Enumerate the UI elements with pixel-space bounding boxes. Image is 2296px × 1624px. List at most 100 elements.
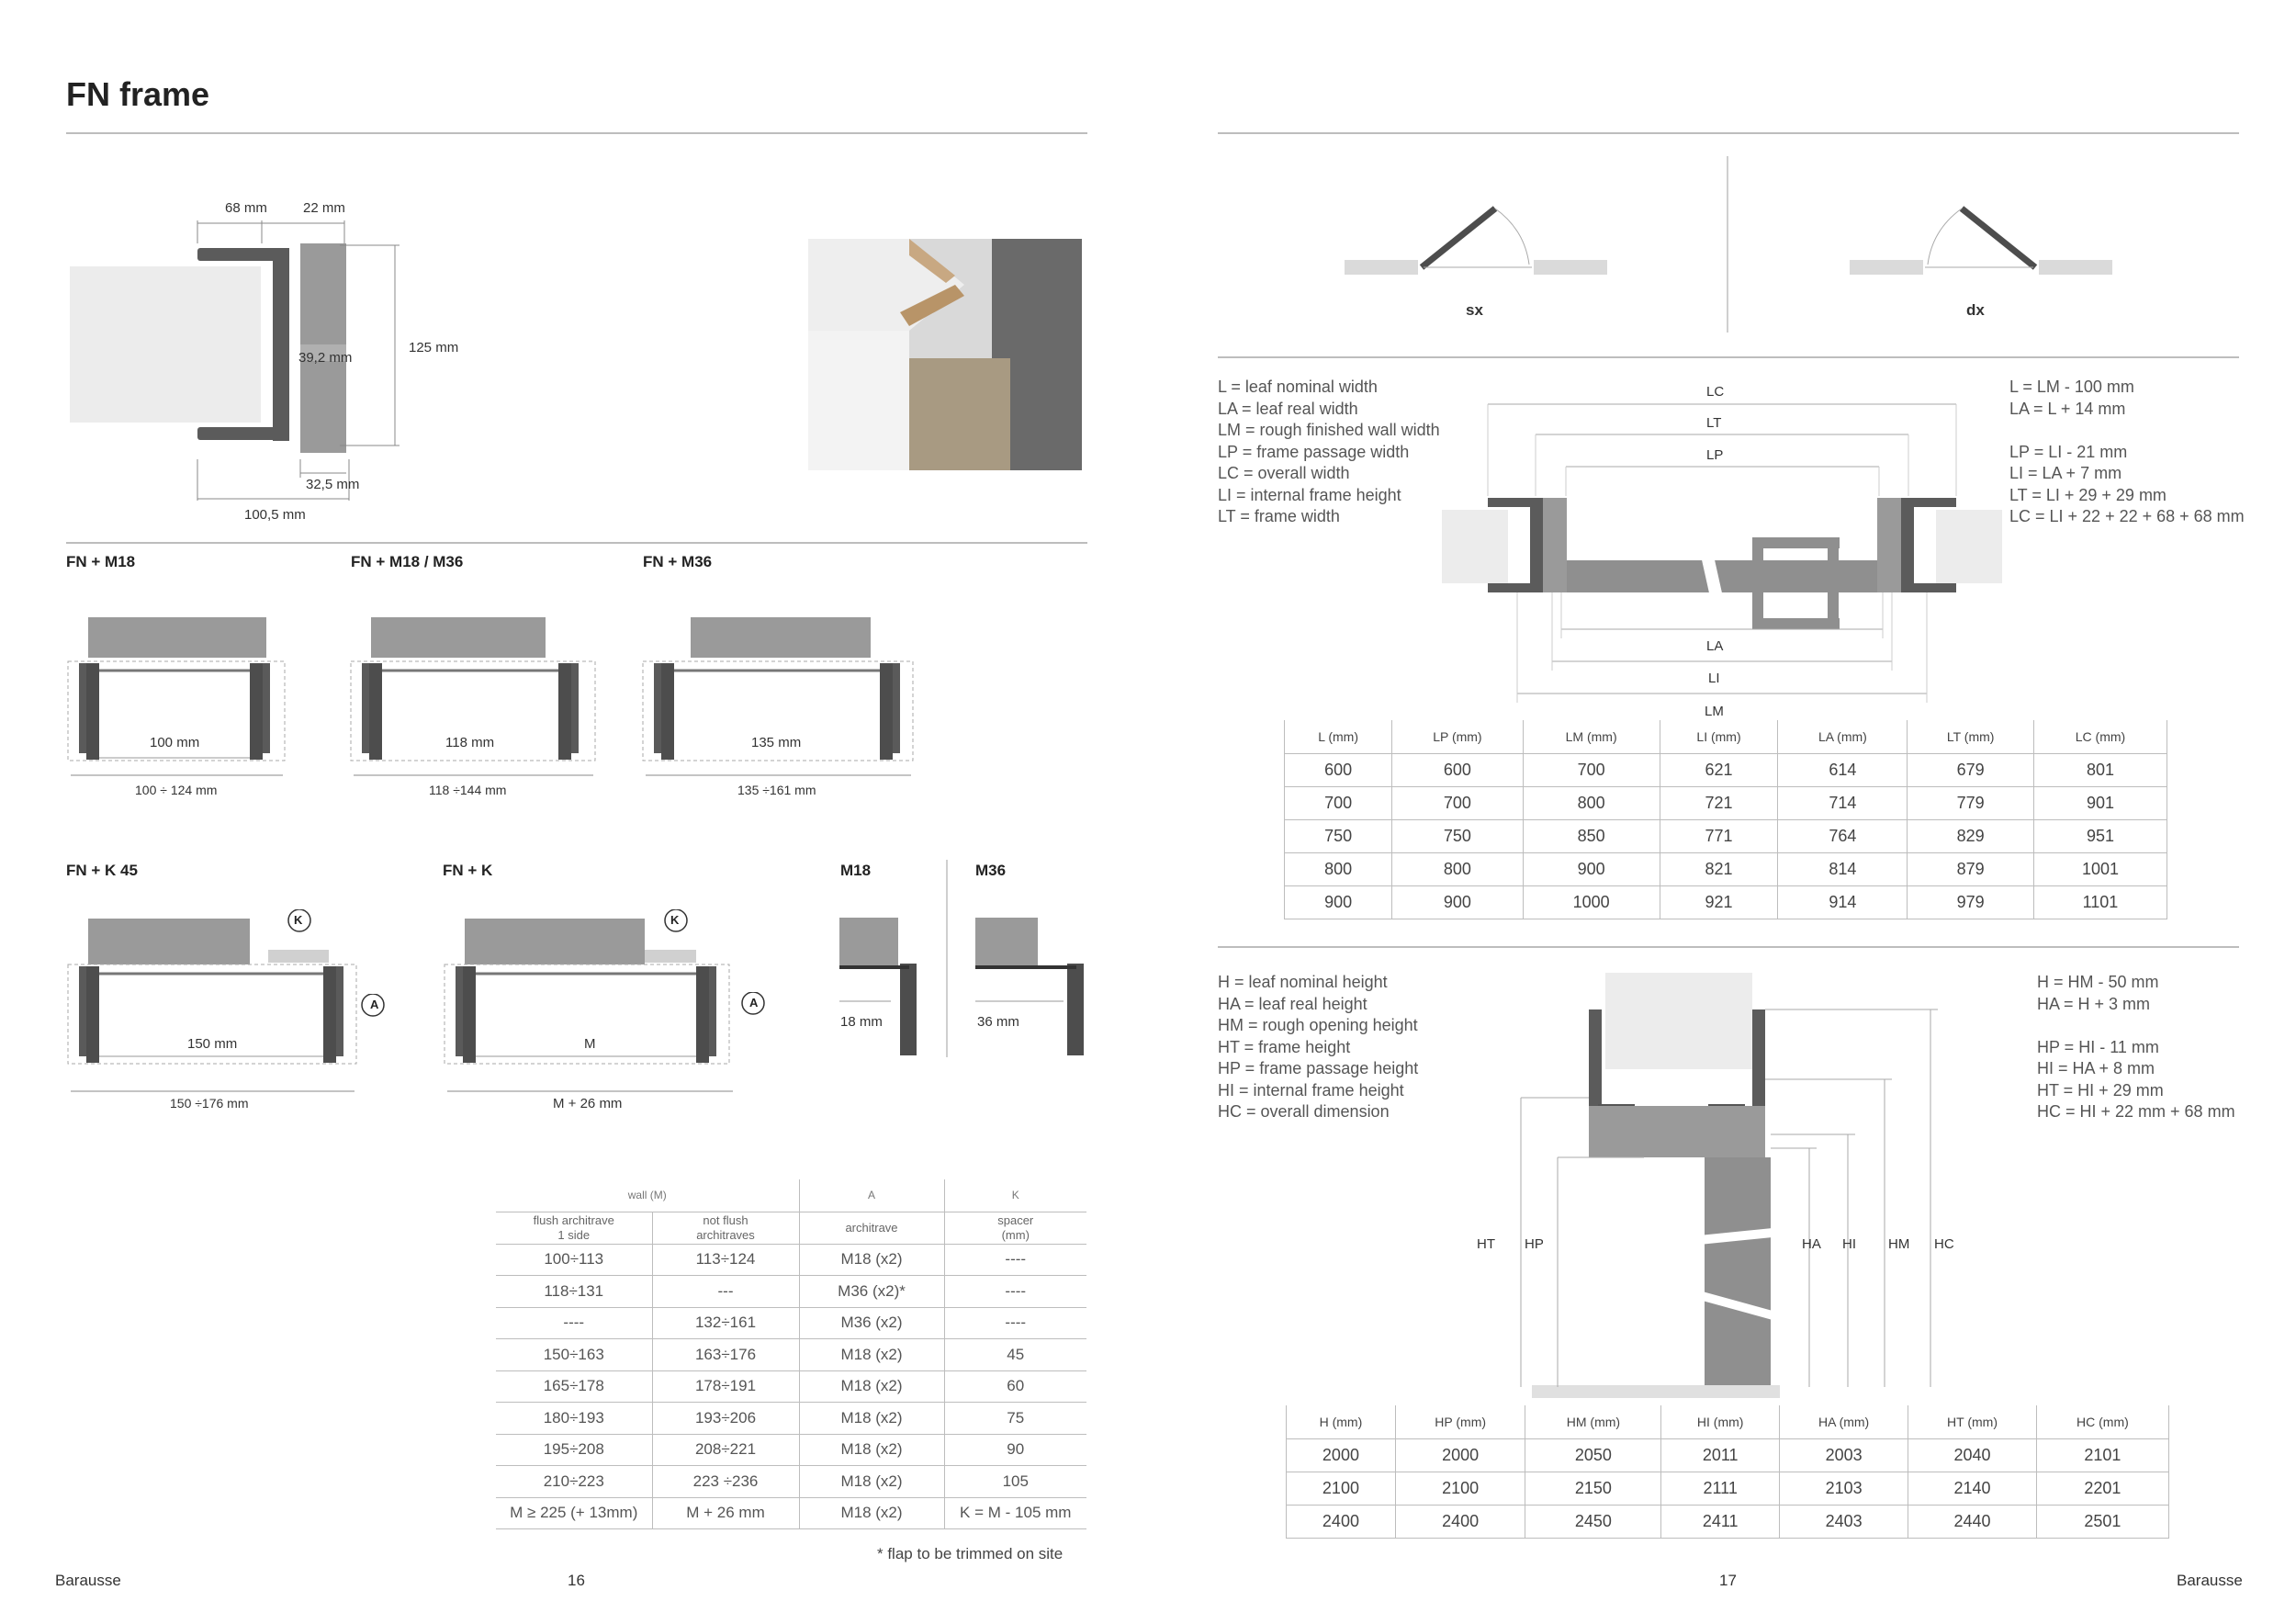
table-cell: 2011 xyxy=(1660,1438,1780,1472)
width-formula-l: L = LM - 100 mm xyxy=(2009,378,2134,396)
table-cell: 113÷124 xyxy=(651,1243,800,1276)
title-rule-left xyxy=(66,132,1087,134)
table-cell: 208÷221 xyxy=(651,1433,800,1466)
width-plan-diagram xyxy=(1442,403,2002,703)
table-header: L (mm) xyxy=(1283,720,1393,754)
table-cell: 679 xyxy=(1907,752,2034,787)
table-cell: 180÷193 xyxy=(496,1402,653,1435)
table-cell: M18 (x2) xyxy=(798,1338,945,1371)
table-cell: 714 xyxy=(1777,785,1908,820)
height-legend-hi: HI = internal frame height xyxy=(1218,1080,1404,1100)
width-label-la: LA xyxy=(1706,638,1724,654)
table-cell: --- xyxy=(651,1275,800,1308)
frame-section-diagram xyxy=(70,220,400,501)
label-fn-m18-m36: FN + M18 / M36 xyxy=(351,553,464,570)
width-formula-lt: LT = LI + 29 + 29 mm xyxy=(2009,485,2167,504)
height-label-hm: HM xyxy=(1888,1236,1910,1252)
diagram-m36 xyxy=(975,918,1084,1055)
table-cell: 2040 xyxy=(1908,1438,2037,1472)
title-rule-right xyxy=(1218,132,2239,134)
dim-68: 68 mm xyxy=(225,200,267,216)
table-header: HM (mm) xyxy=(1525,1405,1662,1439)
table-cell: 779 xyxy=(1907,785,2034,820)
table-cell: 901 xyxy=(2032,785,2168,820)
swing-dx-diagram xyxy=(1850,206,2112,275)
th-notflush-1: not flush xyxy=(703,1212,748,1227)
height-label-hi: HI xyxy=(1842,1236,1856,1252)
table-cell: 921 xyxy=(1659,885,1779,919)
dim-k45-inner: 150 mm xyxy=(187,1036,238,1052)
table-header: HA (mm) xyxy=(1778,1405,1909,1439)
k45-circle-a-ring xyxy=(361,994,385,1017)
rule-left-1 xyxy=(66,542,1087,544)
diagram-fn-m18-m36 xyxy=(350,617,596,776)
table-header: LA (mm) xyxy=(1777,720,1908,754)
k-circle-k: K xyxy=(670,913,680,927)
table-cell: M36 (x2)* xyxy=(798,1275,945,1308)
height-formulas: H = HM - 50 mm HA = H + 3 mm HP = HI - 1… xyxy=(2037,972,2235,1123)
table-cell: M36 (x2) xyxy=(798,1306,945,1339)
label-fn-k: FN + K xyxy=(443,862,493,879)
dim-m18m36-outer: 118 ÷144 mm xyxy=(429,783,507,797)
table-cell: 223 ÷236 xyxy=(651,1465,800,1498)
width-formula-li: LI = LA + 7 mm xyxy=(2009,464,2122,482)
k45-circle-a: A xyxy=(370,998,379,1011)
width-formulas: L = LM - 100 mm LA = L + 14 mm LP = LI -… xyxy=(2009,377,2245,528)
table-cell: 2100 xyxy=(1286,1471,1396,1506)
dim-m36-size: 36 mm xyxy=(977,1014,1019,1030)
width-formula-lp: LP = LI - 21 mm xyxy=(2009,442,2128,461)
height-section-diagram xyxy=(1520,973,1938,1398)
label-fn-k45: FN + K 45 xyxy=(66,862,138,879)
dim-m18-outer: 100 ÷ 124 mm xyxy=(135,783,218,797)
table-cell: M18 (x2) xyxy=(798,1370,945,1403)
table-cell: 210÷223 xyxy=(496,1465,653,1498)
table-cell: 45 xyxy=(943,1338,1086,1371)
table-cell: ---- xyxy=(496,1306,653,1339)
table-cell: ---- xyxy=(943,1306,1086,1339)
table-cell: 2440 xyxy=(1908,1504,2037,1539)
height-legend-ht: HT = frame height xyxy=(1218,1037,1351,1056)
table-cell: 165÷178 xyxy=(496,1370,653,1403)
height-label-hp: HP xyxy=(1525,1236,1544,1252)
table-cell: 2400 xyxy=(1394,1504,1526,1539)
table-cell: 850 xyxy=(1522,818,1660,853)
height-legend-ha: HA = leaf real height xyxy=(1218,994,1367,1013)
width-label-lt: LT xyxy=(1706,415,1722,431)
height-formula-ha: HA = H + 3 mm xyxy=(2037,994,2151,1013)
height-legend: H = leaf nominal height HA = leaf real h… xyxy=(1218,972,1418,1123)
diagram-m18 xyxy=(839,918,917,1055)
dim-39-2: 39,2 mm xyxy=(298,350,353,366)
label-m36: M36 xyxy=(975,862,1007,879)
table-header: LP (mm) xyxy=(1391,720,1524,754)
k-circle-a-ring xyxy=(741,992,765,1015)
k45-circle-k: K xyxy=(294,913,303,927)
dim-m36-outer: 135 ÷161 mm xyxy=(737,783,816,797)
table-header: LM (mm) xyxy=(1522,720,1660,754)
table-cell: M18 (x2) xyxy=(798,1402,945,1435)
width-legend-lc: LC = overall width xyxy=(1218,464,1350,482)
height-legend-h: H = leaf nominal height xyxy=(1218,973,1388,991)
width-label-lc: LC xyxy=(1706,384,1725,400)
table-cell: 2150 xyxy=(1525,1471,1662,1506)
table-cell: M18 (x2) xyxy=(798,1433,945,1466)
diagram-fn-k xyxy=(444,909,733,1092)
table-cell: 2000 xyxy=(1286,1438,1396,1472)
table-cell: 2450 xyxy=(1525,1504,1662,1539)
diagram-fn-m18 xyxy=(67,617,286,776)
table-cell: 800 xyxy=(1522,785,1660,820)
table-cell: 621 xyxy=(1659,752,1779,787)
table-cell: 2411 xyxy=(1660,1504,1780,1539)
swing-dx-label: dx xyxy=(1966,301,1985,319)
table-cell: ---- xyxy=(943,1243,1086,1276)
diagram-fn-k45 xyxy=(67,909,357,1092)
width-legend-lm: LM = rough finished wall width xyxy=(1218,421,1440,439)
table-cell: 771 xyxy=(1659,818,1779,853)
dim-k-inner: M xyxy=(584,1036,596,1052)
table-cell: 193÷206 xyxy=(651,1402,800,1435)
